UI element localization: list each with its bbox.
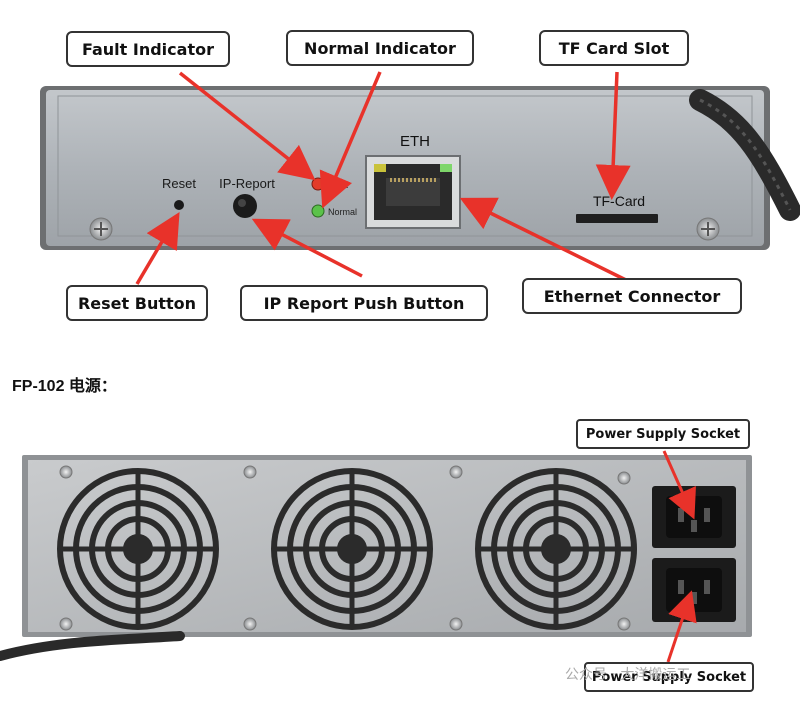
- tf-card-slot-callout: TF Card Slot: [539, 30, 689, 66]
- psu-cable: [0, 631, 185, 661]
- fan-grill-right: [475, 468, 637, 630]
- reset-label: Reset: [162, 176, 196, 191]
- ip-report-button[interactable]: [233, 194, 257, 218]
- normal-led: [311, 204, 325, 218]
- screw-right: [696, 217, 720, 241]
- power-supply-socket-callout-top: Power Supply Socket: [576, 419, 750, 449]
- power-socket-top[interactable]: [652, 486, 736, 548]
- annotation-arrows-top: [135, 71, 631, 285]
- watermark: 公众号 · 大洋搬运工: [565, 667, 691, 683]
- ip-report-button-callout: IP Report Push Button: [240, 285, 488, 321]
- section-title: FP-102 电源：: [12, 378, 117, 395]
- ethernet-port[interactable]: [365, 155, 461, 229]
- psu-screws: [59, 465, 631, 631]
- normal-led-label: Normal: [328, 207, 357, 217]
- tf-card-label: TF-Card: [593, 193, 645, 209]
- ethernet-connector-callout: Ethernet Connector: [522, 278, 742, 314]
- screw-left: [89, 217, 113, 241]
- ip-report-label: IP-Report: [219, 176, 275, 191]
- fault-indicator-callout: Fault Indicator: [66, 31, 230, 67]
- normal-indicator-callout: Normal Indicator: [286, 30, 474, 66]
- power-cable: [689, 89, 800, 221]
- fan-grill-left: [57, 468, 219, 630]
- annotation-arrows-psu: [662, 450, 697, 663]
- fault-led: [311, 177, 325, 191]
- fan-grill-middle: [271, 468, 433, 630]
- power-supply-socket-callout-bottom: Power Supply Socket: [584, 662, 754, 692]
- eth-label: ETH: [400, 133, 430, 150]
- power-socket-bottom[interactable]: [652, 558, 736, 622]
- reset-button-callout: Reset Button: [66, 285, 208, 321]
- reset-hole[interactable]: [174, 200, 184, 210]
- tf-card-slot[interactable]: [576, 214, 658, 223]
